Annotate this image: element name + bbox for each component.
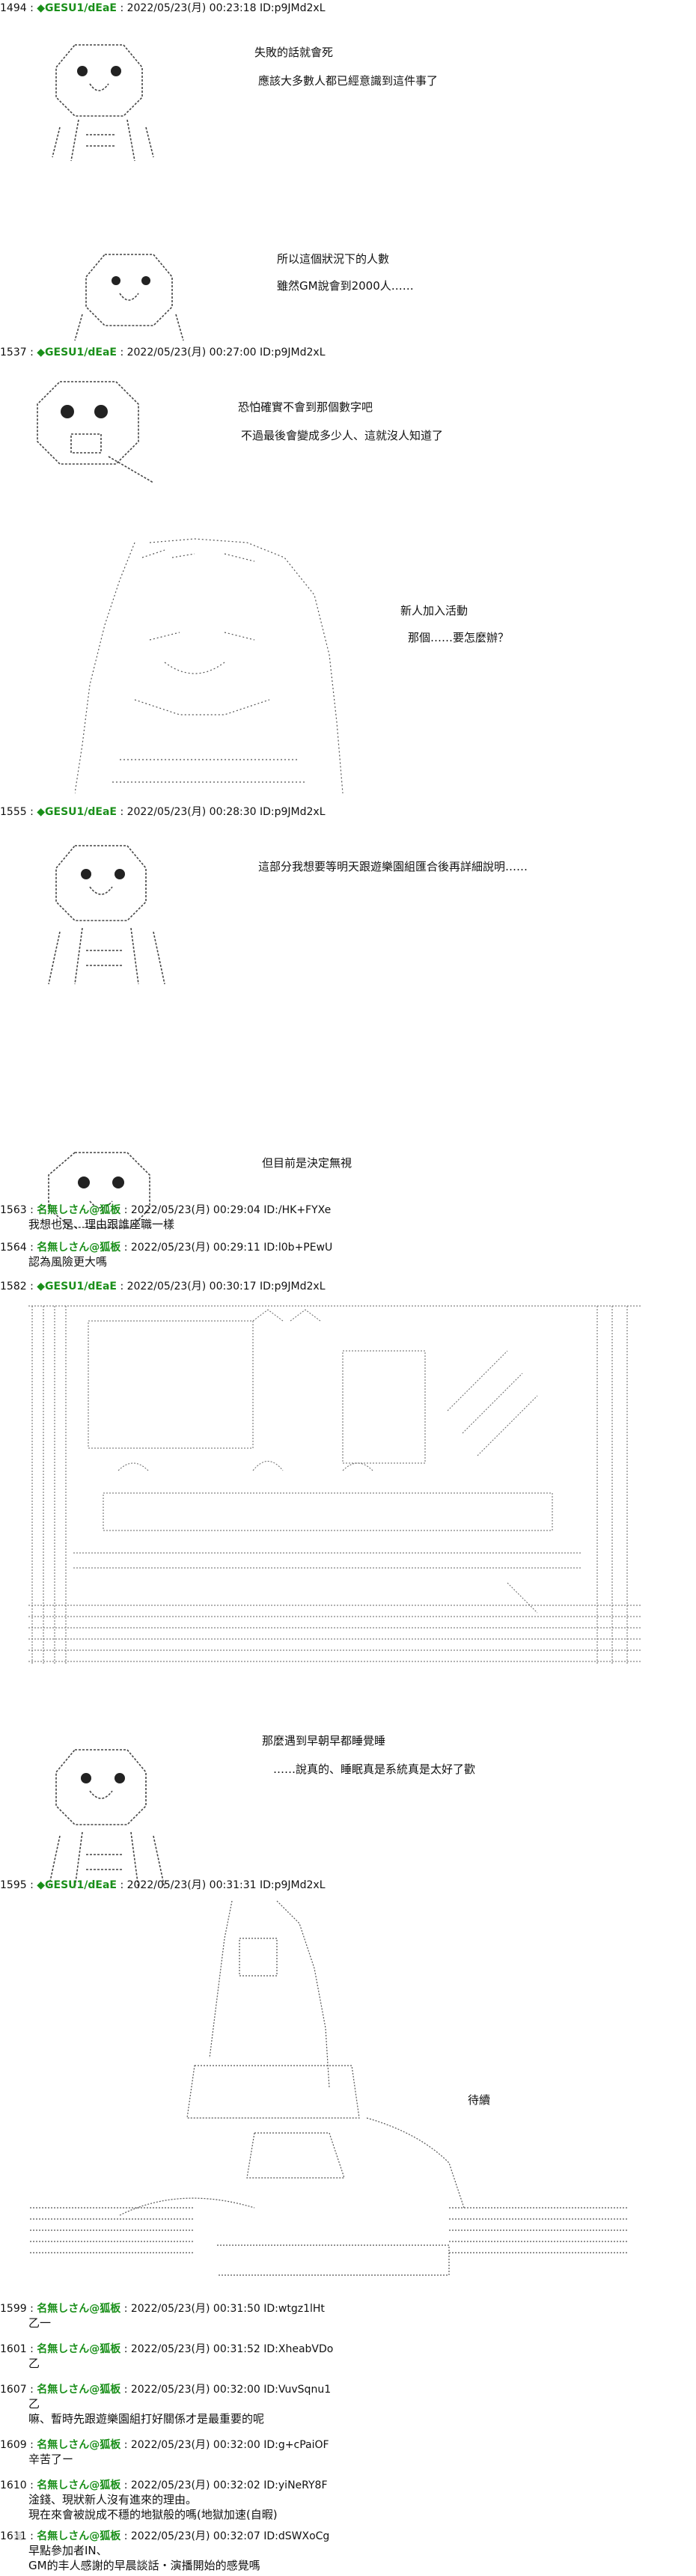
sleeping-scene-art	[30, 1900, 629, 2276]
yaruo-face-art	[48, 845, 165, 985]
dialogue-line: 新人加入活動	[400, 604, 468, 617]
post-body: 早點參加者IN、 GM的丰人感謝的早晨談話・演播開始的感覺嗎	[28, 2544, 260, 2572]
post-body: 認為風險更大嗎	[28, 1255, 108, 1269]
post-body: 乙一	[28, 2316, 52, 2330]
dialogue-line: 那麼遇到早朝早都睡覺睡	[262, 1734, 386, 1748]
watermark: 漫	[13, 2531, 23, 2542]
character-art	[75, 538, 344, 794]
post-header: 1599 : 名無しさん@狐板 : 2022/05/23(月) 00:31:50…	[0, 2303, 325, 2315]
post-header: 1555 : ◆GESU1/dEaE : 2022/05/23(月) 00:28…	[0, 806, 326, 818]
post-header: 1563 : 名無しさん@狐板 : 2022/05/23(月) 00:29:04…	[0, 1204, 332, 1216]
dialogue-line: 應該大多數人都已經意識到這件事了	[258, 74, 439, 88]
dialogue-line: 雖然GM說會到2000人……	[277, 279, 414, 293]
poster-name[interactable]: ◆GESU1/dEaE	[37, 806, 117, 818]
room-scene-art	[28, 1305, 642, 1665]
post-body: 乙	[28, 2357, 40, 2370]
poster-name[interactable]: 名無しさん@狐板	[37, 2479, 121, 2491]
poster-name[interactable]: ◆GESU1/dEaE	[37, 347, 117, 358]
post-header: 1537 : ◆GESU1/dEaE : 2022/05/23(月) 00:27…	[0, 347, 326, 358]
post-header: 1609 : 名無しさん@狐板 : 2022/05/23(月) 00:32:00…	[0, 2439, 329, 2451]
post-body: 我想也是、理由跟誰座職一樣	[28, 1218, 175, 1231]
post-header: 1595 : ◆GESU1/dEaE : 2022/05/23(月) 00:31…	[0, 1879, 326, 1891]
poster-name[interactable]: 名無しさん@狐板	[37, 1204, 121, 1216]
post-header: 1611 : 名無しさん@狐板 : 2022/05/23(月) 00:32:07…	[0, 2530, 330, 2542]
post-header: 1601 : 名無しさん@狐板 : 2022/05/23(月) 00:31:52…	[0, 2343, 334, 2355]
dialogue-line: 恐怕確實不會到那個數字吧	[238, 400, 373, 414]
dialogue-line: 失敗的話就會死	[254, 46, 334, 59]
dialogue-line: ……說真的、睡眠真是系統真是太好了歡	[273, 1762, 476, 1776]
yaruo-face-art	[52, 44, 154, 162]
post-body: 辛苦了ー	[28, 2453, 74, 2466]
dialogue-line: 待續	[468, 2093, 491, 2107]
poster-name[interactable]: 名無しさん@狐板	[37, 2384, 121, 2396]
poster-name[interactable]: ◆GESU1/dEaE	[37, 2, 117, 14]
post-header: 1564 : 名無しさん@狐板 : 2022/05/23(月) 00:29:11…	[0, 1242, 333, 1254]
yaruo-face-art	[37, 381, 154, 483]
poster-name[interactable]: 名無しさん@狐板	[37, 1242, 121, 1254]
dialogue-line: 所以這個狀況下的人數	[277, 252, 390, 266]
poster-name[interactable]: ◆GESU1/dEaE	[37, 1281, 117, 1292]
post-header: 1582 : ◆GESU1/dEaE : 2022/05/23(月) 00:30…	[0, 1281, 326, 1292]
poster-name[interactable]: 名無しさん@狐板	[37, 2530, 121, 2542]
yaruo-face-art	[48, 1749, 165, 1889]
dialogue-line: 這部分我想要等明天跟遊樂園組匯合後再詳細說明……	[258, 860, 528, 873]
poster-name[interactable]: 名無しさん@狐板	[37, 2439, 121, 2451]
yaruo-face-art	[74, 254, 184, 341]
poster-name[interactable]: 名無しさん@狐板	[37, 2343, 121, 2355]
yaruo-face-art	[48, 1152, 150, 1228]
post-body: 淦錢、現狀新人沒有進來的理由。 現在來會被說成不穩的地獄般的嗎(地獄加速(自暇)	[28, 2493, 278, 2521]
poster-name[interactable]: 名無しさん@狐板	[37, 2303, 121, 2315]
poster-name[interactable]: ◆GESU1/dEaE	[37, 1879, 117, 1891]
dialogue-line: 那個……要怎麼辦？	[408, 631, 510, 644]
post-header: 1610 : 名無しさん@狐板 : 2022/05/23(月) 00:32:02…	[0, 2479, 328, 2491]
post-header: 1607 : 名無しさん@狐板 : 2022/05/23(月) 00:32:00…	[0, 2384, 332, 2396]
dialogue-line: 不過最後會變成多少人、這就沒人知道了	[241, 429, 444, 442]
dialogue-line: 但目前是決定無視	[262, 1156, 352, 1170]
post-body: 乙 嘛、暫時先跟遊樂園組打好關係才是最重要的呢	[28, 2397, 265, 2426]
post-header: 1494 : ◆GESU1/dEaE : 2022/05/23(月) 00:23…	[0, 2, 326, 14]
